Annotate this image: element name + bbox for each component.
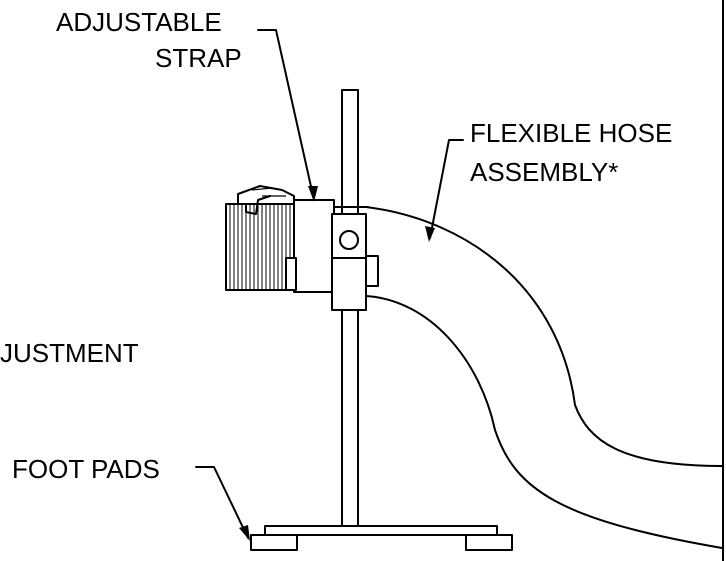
hose-inner-curve [365,295,723,549]
foot-pad-right [465,534,513,551]
strap-buckle [237,185,295,215]
collar-tab [285,257,297,291]
ribbed-body [225,203,295,291]
strap-collar [293,199,335,293]
rod-clamp [331,213,367,311]
clamp-side-tab [365,255,379,287]
base-plate [264,525,498,536]
leader-foot-pads [195,466,250,541]
label-flexible-hose: FLEXIBLE HOSE [470,118,672,148]
hose-outer-curve [365,206,723,467]
leader-flexible-hose [425,139,464,242]
label-strap: STRAP [155,43,242,73]
label-foot-pads: FOOT PADS [12,454,160,484]
foot-pad-left [250,534,298,551]
label-adjustment: JUSTMENT [0,338,139,368]
leader-adjustable-strap [257,29,318,202]
label-adjustable: ADJUSTABLE [56,7,222,37]
label-assembly: ASSEMBLY* [470,157,618,187]
clamp-knob [339,230,359,250]
